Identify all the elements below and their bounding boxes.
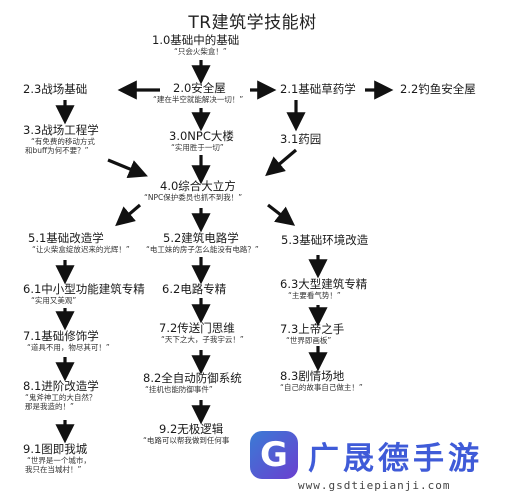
node-6-1: 6.1中小型功能建筑专精 “实用又美观” xyxy=(23,282,145,306)
node-7-2-quote: “天下之大，子我宇云！” xyxy=(161,335,244,344)
node-6-3-quote: “主要看气势！” xyxy=(288,291,341,300)
node-8-3-quote: “自己的故事自己做主！” xyxy=(280,383,363,392)
node-3-0: 3.0NPC大楼 “实用胜于一切” xyxy=(169,129,234,153)
diagram-title: TR建筑学技能树 xyxy=(188,13,317,33)
node-3-1: 3.1药园 xyxy=(280,133,321,146)
node-3-3-title: 3.3战场工程学 xyxy=(23,123,99,137)
node-8-3: 8.3剧情场地 “自己的故事自己做主！” xyxy=(280,369,363,393)
node-9-2-title: 9.2无极逻辑 xyxy=(159,422,224,436)
node-6-2-title: 6.2电路专精 xyxy=(162,282,227,296)
node-3-3-quote-2: 和buff为何不要？” xyxy=(25,146,89,155)
node-9-1-quote: “世界是一个城市， xyxy=(27,456,91,465)
node-9-1-title: 9.1图即我城 xyxy=(23,442,88,456)
node-2-3: 2.3战场基础 xyxy=(23,83,87,96)
node-9-1: 9.1图即我城 “世界是一个城市， 我只在当城村！” xyxy=(23,442,91,475)
node-8-3-title: 8.3剧情场地 xyxy=(280,369,345,383)
node-8-2: 8.2全自动防御系统 “挂机也能防御事件” xyxy=(143,371,242,395)
node-8-1-quote-2: 那是我造的！” xyxy=(25,402,74,411)
node-6-3: 6.3大型建筑专精 “主要看气势！” xyxy=(280,277,368,301)
node-7-3-title: 7.3上帝之手 xyxy=(280,322,345,336)
node-2-0-title: 2.0安全屋 xyxy=(173,81,226,95)
arrow-4-0-to-5-1 xyxy=(115,203,142,227)
node-1-0-quote: “只会火柴盒！” xyxy=(174,47,227,56)
node-8-1-title: 8.1进阶改造学 xyxy=(23,379,99,393)
node-5-1-title: 5.1基础改造学 xyxy=(28,231,104,245)
node-8-2-quote: “挂机也能防御事件” xyxy=(145,385,213,394)
brand-logo-icon: G xyxy=(250,431,298,479)
node-1-0-title: 1.0基础中的基础 xyxy=(152,33,240,47)
watermark-url: www.gsdtiepianji.com xyxy=(298,479,451,492)
node-5-3-title: 5.3基础环境改造 xyxy=(281,233,369,247)
node-7-2-title: 7.2传送门思维 xyxy=(159,321,235,335)
node-8-2-title: 8.2全自动防御系统 xyxy=(143,371,242,385)
node-5-2-title: 5.2建筑电路学 xyxy=(163,231,239,245)
node-7-3: 7.3上帝之手 “世界即画板” xyxy=(280,322,345,346)
node-9-2-quote: “电路可以帮我做到任何事 xyxy=(143,436,230,445)
node-6-1-quote: “实用又美观” xyxy=(31,296,77,305)
node-2-0-quote: “建在半空就能解决一切！” xyxy=(153,95,244,104)
node-7-1-quote: “道具不用，物尽其可！” xyxy=(27,343,110,352)
node-9-1-quote-2: 我只在当城村！” xyxy=(25,465,82,474)
node-5-1: 5.1基础改造学 “让火柴盒绽放迟来的光辉！” xyxy=(28,231,130,255)
node-8-1: 8.1进阶改造学 “鬼斧神工的大自然？ 那是我造的！” xyxy=(23,379,99,412)
node-7-1: 7.1基础修饰学 “道具不用，物尽其可！” xyxy=(23,329,110,353)
node-2-3-title: 2.3战场基础 xyxy=(23,82,88,96)
node-3-1-title: 3.1药园 xyxy=(280,132,322,146)
node-2-2-title: 2.2钓鱼安全屋 xyxy=(400,82,476,96)
node-2-1: 2.1基础草药学 xyxy=(280,83,356,96)
node-5-2: 5.2建筑电路学 “电工妹的房子怎么能没有电路？” xyxy=(146,231,259,255)
watermark-brand: 广晟德手游 xyxy=(308,441,483,477)
node-4-0: 4.0综合大立方 “NPC保护委员也抓不到我！” xyxy=(144,179,242,203)
node-2-0: 2.0安全屋 “建在半空就能解决一切！” xyxy=(153,81,243,105)
arrow-4-0-to-5-3 xyxy=(267,203,296,226)
node-7-1-title: 7.1基础修饰学 xyxy=(23,329,99,343)
node-5-3: 5.3基础环境改造 xyxy=(281,234,368,247)
node-4-0-quote: “NPC保护委员也抓不到我！” xyxy=(144,193,243,202)
node-3-3: 3.3战场工程学 “有免费的移动方式 和buff为何不要？” xyxy=(23,123,99,156)
node-7-3-quote: “世界即画板” xyxy=(286,336,332,345)
watermark: G 广晟德手游 www.gsdtiepianji.com xyxy=(232,423,505,500)
node-6-1-title: 6.1中小型功能建筑专精 xyxy=(23,282,145,296)
node-7-2: 7.2传送门思维 “天下之大，子我宇云！” xyxy=(159,321,244,345)
node-9-2: 9.2无极逻辑 “电路可以帮我做到任何事 xyxy=(143,422,229,446)
node-2-1-title: 2.1基础草药学 xyxy=(280,82,356,96)
node-2-2: 2.2钓鱼安全屋 xyxy=(400,83,476,96)
node-6-3-title: 6.3大型建筑专精 xyxy=(280,277,368,291)
node-1-0: 1.0基础中的基础 “只会火柴盒！” xyxy=(152,33,240,57)
node-4-0-title: 4.0综合大立方 xyxy=(160,179,236,193)
arrow-3-3-to-4-0 xyxy=(107,158,148,179)
node-5-1-quote: “让火柴盒绽放迟来的光辉！” xyxy=(32,245,130,254)
node-5-2-quote: “电工妹的房子怎么能没有电路？” xyxy=(146,245,259,254)
node-8-1-quote: “鬼斧神工的大自然？ xyxy=(25,393,97,402)
arrow-3-1-to-4-0 xyxy=(265,148,298,177)
node-3-0-quote: “实用胜于一切” xyxy=(171,143,224,152)
brand-logo-letter: G xyxy=(260,435,288,475)
node-3-0-title: 3.0NPC大楼 xyxy=(169,129,234,143)
node-3-3-quote: “有免费的移动方式 xyxy=(31,137,95,146)
node-6-2: 6.2电路专精 xyxy=(162,283,226,296)
